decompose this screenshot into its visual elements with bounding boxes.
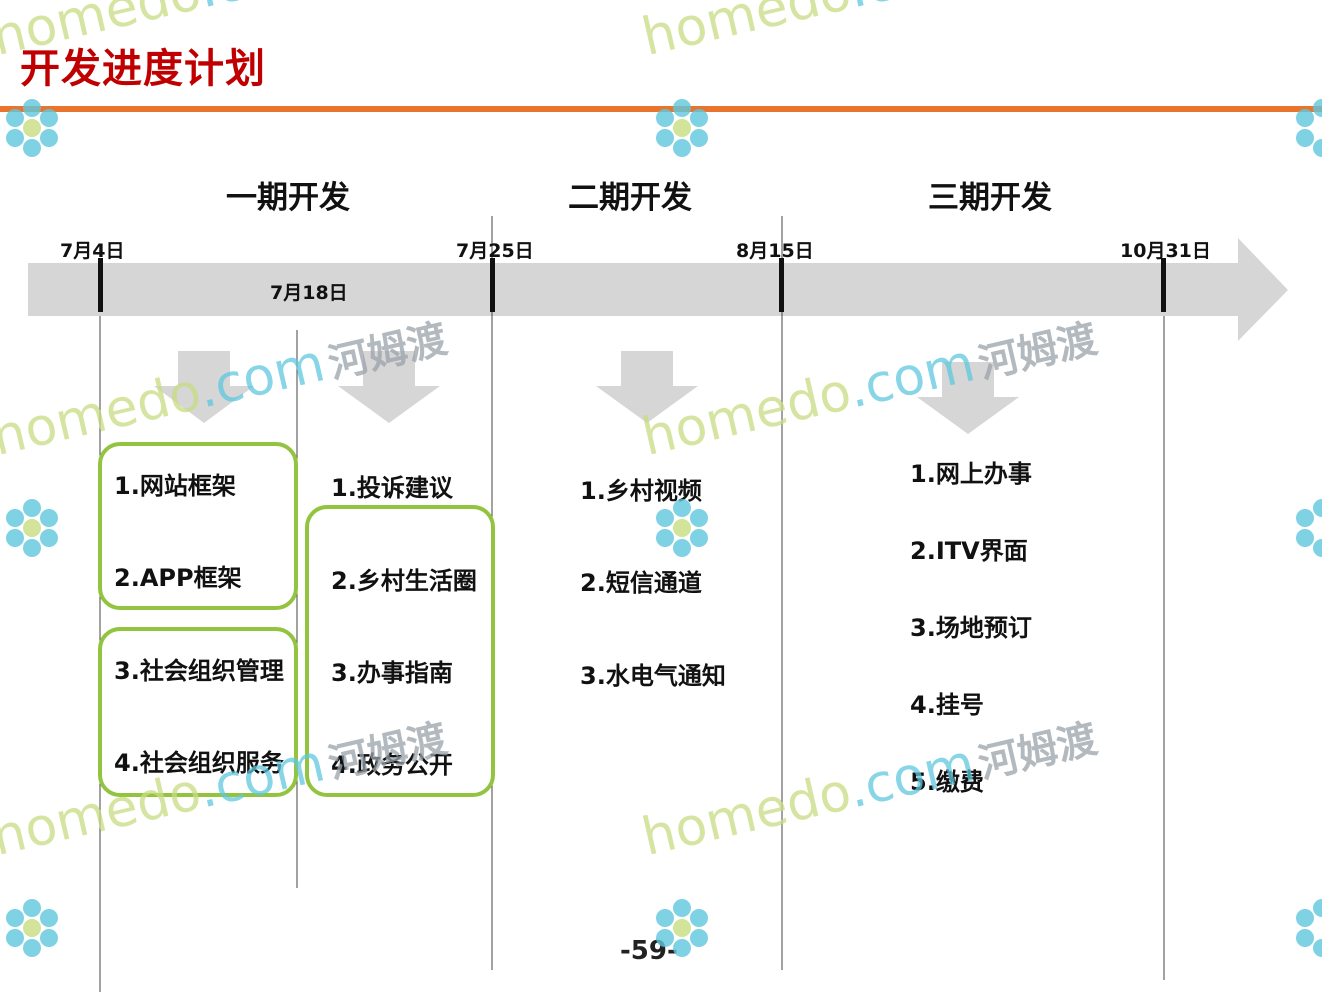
- item-1b-3: 3.办事指南: [331, 659, 453, 687]
- item-3-2: 2.ITV界面: [910, 537, 1028, 565]
- date-label-aug15: 8月15日: [736, 240, 814, 262]
- flower-logo-icon: [656, 899, 708, 957]
- date-label-jul18: 7月18日: [270, 282, 348, 304]
- title-divider: [0, 106, 1322, 112]
- date-label-oct31: 10月31日: [1120, 240, 1211, 262]
- item-3-5: 5.缴费: [910, 768, 984, 796]
- item-3-3: 3.场地预订: [910, 614, 1032, 642]
- flower-logo-icon: [1296, 99, 1322, 157]
- down-arrow-1: [154, 351, 254, 423]
- item-3-1: 1.网上办事: [910, 460, 1032, 488]
- phase-label-2: 二期开发: [568, 180, 692, 216]
- flower-logo-icon: [6, 499, 58, 557]
- timeline-arrow: [28, 238, 1288, 341]
- item-1a-4: 4.社会组织服务: [114, 749, 284, 777]
- down-arrow-4: [917, 362, 1019, 434]
- flower-logo-icon: [1296, 499, 1322, 557]
- flower-logo-icon: [656, 499, 708, 557]
- item-1b-4: 4.政务公开: [331, 751, 453, 779]
- phase-label-3: 三期开发: [928, 180, 1052, 216]
- marker-oct31: [1161, 258, 1166, 312]
- flower-logo-icon: [6, 99, 58, 157]
- date-label-jul4: 7月4日: [60, 240, 125, 262]
- marker-jul25: [490, 258, 495, 312]
- group-box-services: [305, 505, 495, 797]
- group-box-social-org: [98, 627, 298, 797]
- item-2-2: 2.短信通道: [580, 569, 702, 597]
- date-label-jul25: 7月25日: [456, 240, 534, 262]
- marker-aug15: [779, 258, 784, 312]
- flower-logo-icon: [656, 99, 708, 157]
- item-1a-3: 3.社会组织管理: [114, 657, 284, 685]
- marker-jul4: [98, 258, 103, 312]
- item-1a-2: 2.APP框架: [114, 564, 242, 592]
- item-2-3: 3.水电气通知: [580, 662, 726, 690]
- page-title: 开发进度计划: [20, 46, 266, 92]
- group-box-frameworks: [98, 442, 298, 610]
- down-arrow-2: [338, 351, 440, 423]
- flower-logo-icon: [1296, 899, 1322, 957]
- item-1b-2: 2.乡村生活圈: [331, 567, 477, 595]
- phase-label-1: 一期开发: [226, 180, 350, 216]
- item-1b-1: 1.投诉建议: [331, 474, 453, 502]
- item-3-4: 4.挂号: [910, 691, 984, 719]
- flower-logo-icon: [6, 899, 58, 957]
- down-arrow-3: [596, 351, 698, 423]
- item-1a-1: 1.网站框架: [114, 472, 236, 500]
